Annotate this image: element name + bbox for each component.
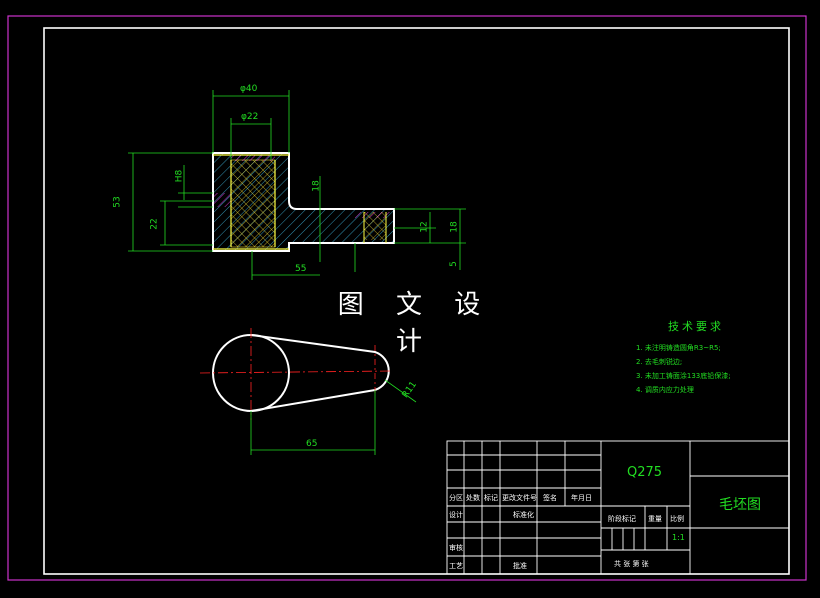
hdr-mark: 标记 [484,494,498,502]
dim-65: 65 [306,439,318,449]
tech-item: 3. 未加工铸面涂133底铅保漆; [636,372,731,380]
inner-frame [43,27,790,575]
row-approve: 批准 [513,562,527,570]
dim-12: 12 [419,221,430,233]
row-design: 设计 [449,511,463,519]
material-label: Q275 [627,465,663,480]
dim-53: 53 [112,196,123,208]
bore-core [230,159,276,248]
dim-dia-22: φ22 [241,112,259,122]
hdr-zone: 分区 [449,494,463,502]
hdr-signature: 签名 [543,494,557,502]
weight-label: 重量 [648,515,662,523]
technical-requirements: 技术要求 1. 未注明铸造圆角R3~R5; 2. 去毛刺锐边; 3. 未加工铸面… [636,318,756,397]
right-hole-mark [355,212,390,218]
row-standardization: 标准化 [513,511,534,519]
right-hole-hatch [364,212,386,240]
drawing-name: 毛坯图 [719,497,761,513]
ratio-label: 比例 [670,515,684,523]
part-outline [212,152,395,252]
title-block [446,440,790,575]
dim-22: 22 [149,218,160,230]
dim-55: 55 [295,264,307,274]
dim-18-mid: 18 [311,180,322,192]
tech-item: 2. 去毛刺锐边; [636,358,683,366]
left-hole-mark [213,193,231,207]
tech-item: 4. 调质内应力处理 [636,386,694,394]
hdr-change-doc: 更改文件号 [502,494,537,502]
dim-5: 5 [448,261,459,267]
plan-view [199,328,417,455]
hdr-date: 年月日 [571,494,592,502]
dim-dia-40: φ40 [240,84,258,94]
row-review: 审核 [449,544,463,552]
dim-h8: H8 [174,169,185,183]
sheet-count: 共 张 第 张 [614,560,649,568]
section-view [128,90,466,280]
dim-18-right: 18 [449,221,460,233]
tech-item: 1. 未注明铸造圆角R3~R5; [636,344,721,352]
row-process: 工艺 [449,562,463,570]
watermark-text: 图 文 设 计 [337,290,493,357]
scale-value: 1:1 [672,533,685,542]
hdr-count: 处数 [466,494,480,502]
outer-border [7,15,807,581]
stage-mark-label: 阶段标记 [608,515,636,523]
centerline-h [199,370,393,374]
tech-title: 技术要求 [668,320,724,333]
top-ring-mark [231,155,275,161]
